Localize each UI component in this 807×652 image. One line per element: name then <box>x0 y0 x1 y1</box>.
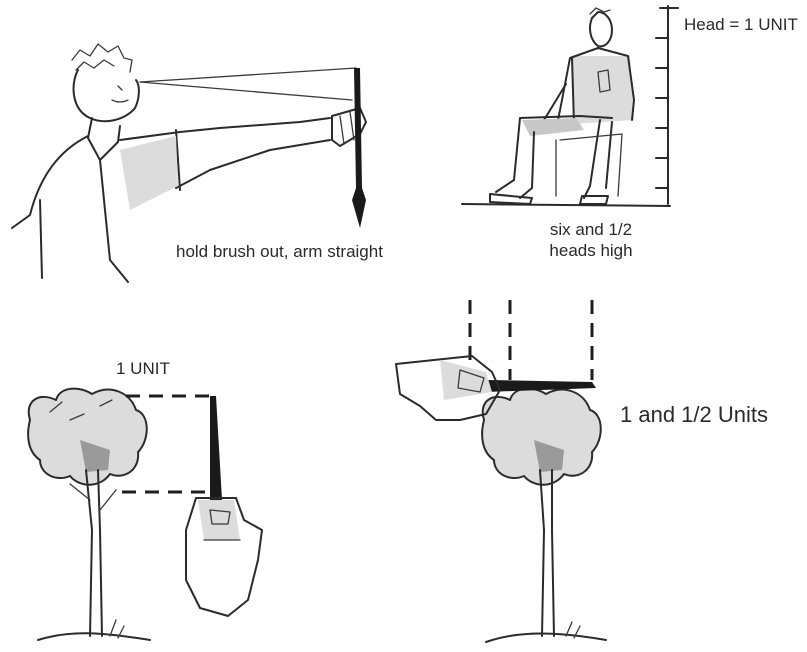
one-unit-label: 1 UNIT <box>116 358 170 379</box>
six-heads-line2: heads high <box>536 240 646 261</box>
one-half-units-label: 1 and 1/2 Units <box>620 401 768 429</box>
hand-holding-brush-left <box>186 498 262 616</box>
six-heads-caption: six and 1/2 heads high <box>536 219 646 262</box>
six-heads-line1: six and 1/2 <box>536 219 646 240</box>
tree-left <box>28 389 150 640</box>
tree-right <box>482 389 606 642</box>
hold-brush-caption: hold brush out, arm straight <box>176 241 383 262</box>
paintbrush <box>352 68 366 228</box>
seated-figure <box>462 8 670 206</box>
head-unit-scale <box>656 6 678 204</box>
paintbrush-left <box>210 396 222 500</box>
head-unit-label: Head = 1 UNIT <box>684 14 798 35</box>
